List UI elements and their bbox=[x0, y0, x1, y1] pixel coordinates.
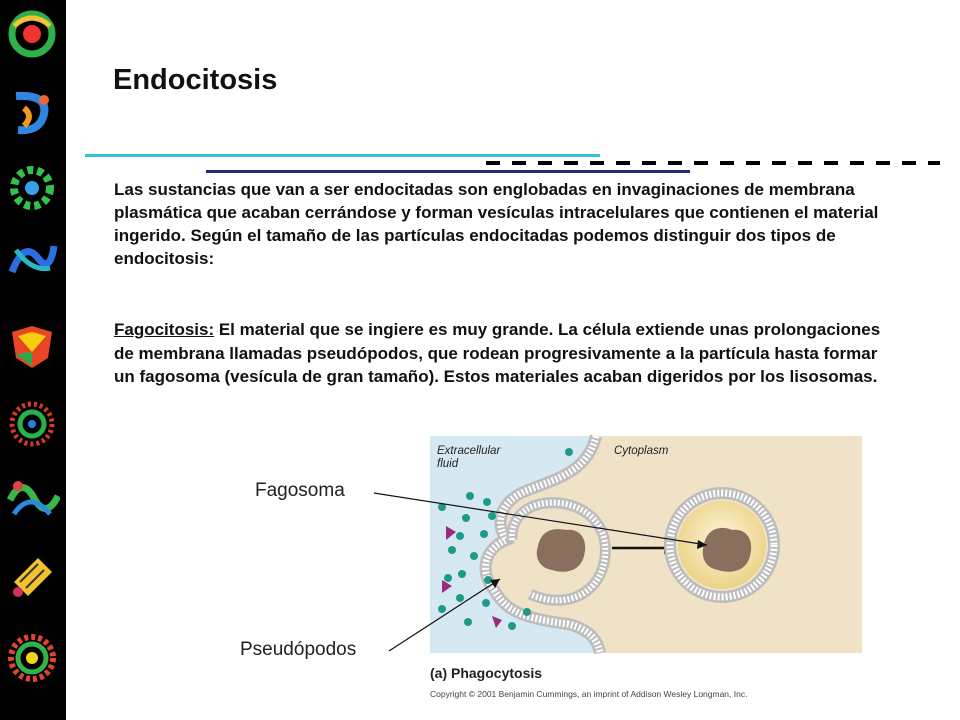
fagosoma-leader-line bbox=[373, 492, 708, 546]
fagocitosis-description: El material que se ingiere es muy grande… bbox=[114, 320, 881, 386]
fagocitosis-term: Fagocitosis: bbox=[114, 320, 215, 339]
figure-caption: (a) Phagocytosis bbox=[430, 665, 543, 681]
copyright-notice: Copyright © 2001 Benjamin Cummings, an i… bbox=[430, 689, 748, 699]
pseudopodos-leader-arrowhead bbox=[490, 579, 500, 588]
protein-structure-icon bbox=[8, 245, 58, 274]
extracellular-label-line2: fluid bbox=[437, 458, 459, 470]
fagosoma-label: Fagosoma bbox=[255, 480, 345, 501]
protein-structure-icon bbox=[8, 634, 56, 682]
extracellular-fluid-label: Extracellular fluid bbox=[437, 445, 500, 471]
title-underline-cyan bbox=[85, 154, 600, 157]
extracellular-solutes bbox=[442, 526, 502, 628]
protein-structure-icon bbox=[10, 166, 54, 210]
plasma-membrane-pattern bbox=[482, 435, 604, 654]
extracellular-label-line1: Extracellular bbox=[437, 445, 501, 457]
ingested-particle bbox=[536, 529, 586, 572]
protein-structure-icon bbox=[6, 481, 60, 516]
sidebar-decoration bbox=[0, 0, 66, 720]
title-underline-navy bbox=[206, 170, 690, 173]
cytoplasm-label: Cytoplasm bbox=[614, 445, 669, 457]
intro-paragraph: Las sustancias que van a ser endocitadas… bbox=[114, 180, 879, 268]
extracellular-region bbox=[430, 436, 600, 653]
title-underline-dashed bbox=[486, 161, 940, 165]
protein-structure-icon bbox=[13, 558, 52, 597]
pseudopodos-label: Pseudópodos bbox=[240, 639, 357, 660]
fagocitosis-paragraph: Fagocitosis: El material que se ingiere … bbox=[114, 318, 894, 389]
phagosome-membrane-pattern bbox=[666, 489, 778, 601]
protein-structure-icon bbox=[9, 401, 55, 447]
fagosoma-leader-arrowhead bbox=[697, 540, 707, 549]
protein-structure-icon bbox=[8, 10, 56, 58]
digested-particle bbox=[702, 527, 752, 572]
pseudopodos-leader-line bbox=[388, 578, 501, 652]
protein-structure-icon bbox=[12, 326, 52, 368]
slide-title: Endocitosis bbox=[113, 64, 278, 96]
protein-structure-icon bbox=[15, 91, 49, 135]
extracellular-molecules bbox=[438, 448, 573, 630]
